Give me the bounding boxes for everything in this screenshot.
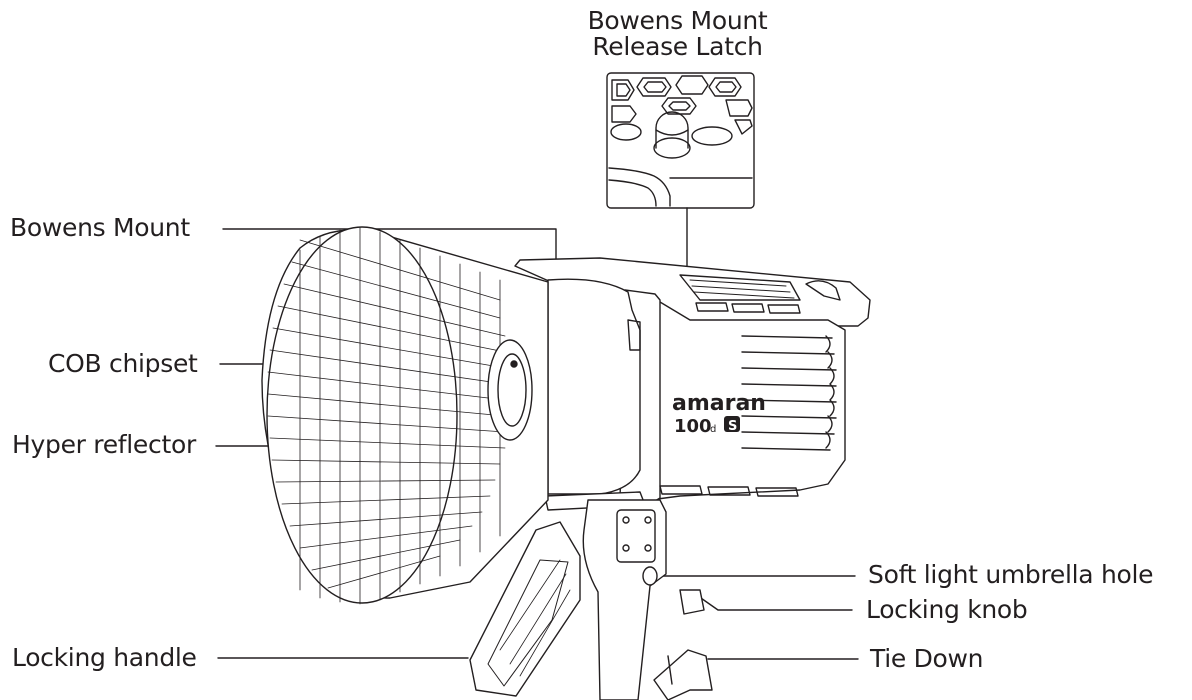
bowens-mount (544, 278, 646, 511)
label-tie-down: Tie Down (870, 644, 984, 673)
release-latch-detail-inset (606, 72, 755, 277)
release-latch-title-line2: Release Latch (592, 32, 763, 61)
model-number: 100 (674, 416, 712, 437)
brand-logo: amaran (672, 391, 766, 416)
model-badge: S (728, 419, 737, 434)
hyper-reflector (261, 226, 549, 605)
label-umbrella-hole: Soft light umbrella hole (868, 560, 1154, 589)
label-locking-handle: Locking handle (12, 643, 197, 672)
product-branding: amaran 100 d S (672, 391, 766, 437)
label-hyper-reflector: Hyper reflector (12, 430, 196, 459)
release-latch-title: Bowens Mount Release Latch (575, 8, 780, 60)
label-cob-chipset: COB chipset (48, 349, 198, 378)
label-bowens-mount: Bowens Mount (10, 213, 190, 242)
model-suffix: d (710, 424, 716, 435)
light-body (514, 257, 871, 505)
locking-handle (469, 521, 581, 697)
release-latch-title-line1: Bowens Mount (587, 6, 768, 35)
label-locking-knob: Locking knob (866, 595, 1028, 624)
yoke-stand (582, 499, 713, 700)
